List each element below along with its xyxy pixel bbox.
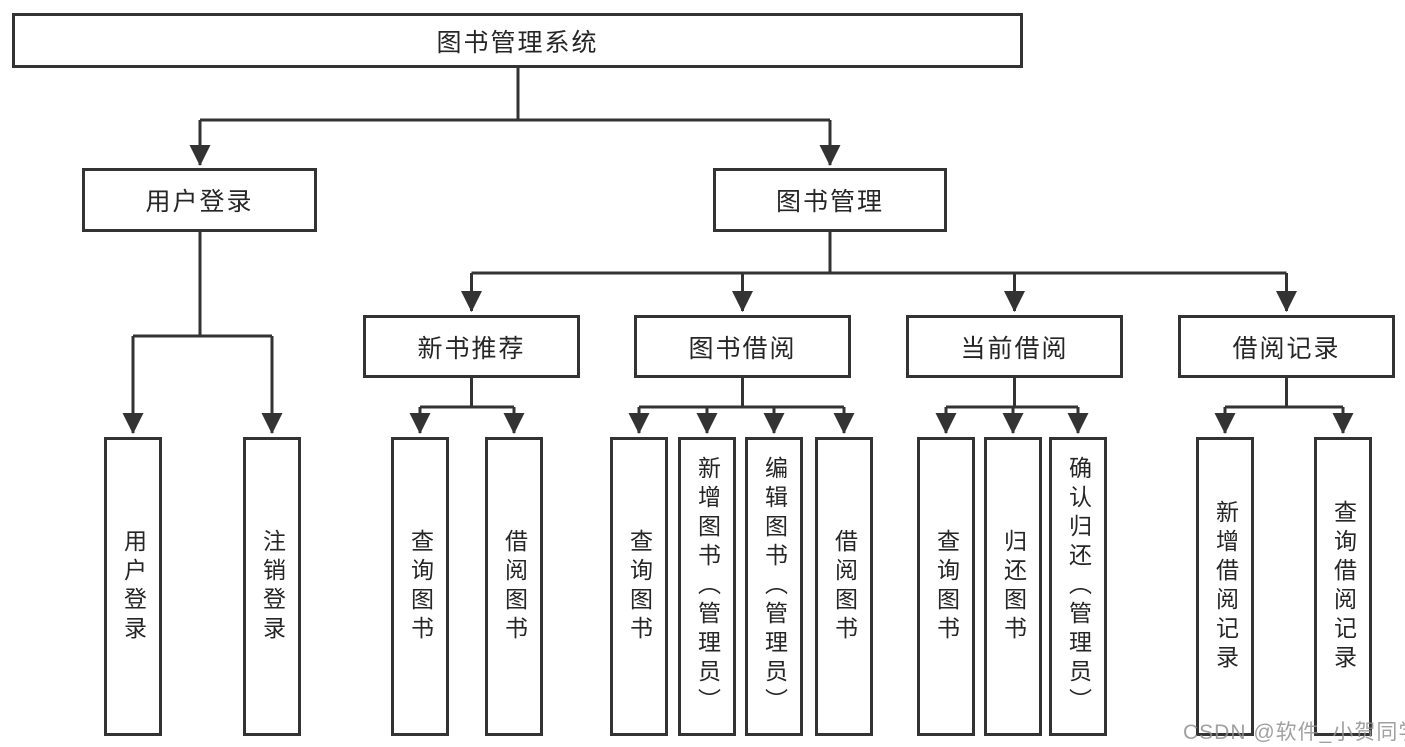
node-leaf-return-book-label: 归还图书 [1000,528,1027,645]
node-leaf-query-books-current: 查询图书 [917,437,975,736]
node-leaf-query-books-recommend: 查询图书 [391,437,449,736]
node-leaf-query-books-borrow-label: 查询图书 [626,528,653,645]
node-new-book-recommend: 新书推荐 [363,315,580,378]
connector-book-management-children [471,232,1287,275]
node-leaf-user-login: 用户登录 [104,437,162,736]
node-user-login: 用户登录 [82,168,317,232]
node-leaf-borrow-books-recommend-label: 借阅图书 [501,528,528,645]
connector-book-borrow-children [639,378,844,409]
connector-user-login-children [133,232,272,338]
node-leaf-logout-label: 注销登录 [259,528,286,645]
node-book-borrow-label: 图书借阅 [688,334,797,363]
node-leaf-add-borrow-record-label: 新增借阅记录 [1212,499,1239,674]
node-book-management: 图书管理 [713,168,947,232]
node-leaf-borrow-books-2-label: 借阅图书 [831,528,858,645]
node-borrow-record-label: 借阅记录 [1232,334,1341,363]
node-borrow-record: 借阅记录 [1178,315,1395,378]
node-leaf-query-books-current-label: 查询图书 [933,528,960,645]
node-leaf-query-books-recommend-label: 查询图书 [407,528,434,645]
node-current-borrow-label: 当前借阅 [960,334,1069,363]
node-leaf-borrow-books-2: 借阅图书 [815,437,873,736]
node-current-borrow: 当前借阅 [906,315,1123,378]
node-leaf-query-borrow-record-label: 查询借阅记录 [1330,499,1357,674]
node-leaf-query-borrow-record: 查询借阅记录 [1314,437,1372,736]
node-leaf-borrow-books-recommend: 借阅图书 [485,437,543,736]
node-leaf-add-borrow-record: 新增借阅记录 [1196,437,1254,736]
node-leaf-query-books-borrow: 查询图书 [610,437,668,736]
node-new-book-recommend-label: 新书推荐 [417,334,526,363]
node-book-management-label: 图书管理 [775,188,884,216]
node-leaf-user-login-label: 用户登录 [120,528,147,645]
connector-new-book-recommend-children [420,378,514,409]
node-leaf-add-book-admin-label: 新增图书（管理员） [694,456,721,717]
node-leaf-logout: 注销登录 [243,437,301,736]
node-user-login-label: 用户登录 [145,188,254,216]
connector-borrow-record-children [1225,378,1343,409]
node-root-label: 图书管理系统 [436,28,599,57]
node-leaf-return-book: 归还图书 [984,437,1042,736]
node-leaf-add-book-admin: 新增图书（管理员） [678,437,736,736]
connector-root-to-level1 [200,68,830,122]
node-book-borrow: 图书借阅 [634,315,851,378]
node-leaf-edit-book-admin-label: 编辑图书（管理员） [761,456,788,717]
node-leaf-confirm-return-admin-label: 确认归还（管理员） [1065,456,1092,717]
watermark-text: CSDN @软件_小贺同学 [1183,721,1405,744]
connector-current-borrow-children [946,378,1078,409]
node-root: 图书管理系统 [12,13,1023,68]
node-leaf-confirm-return-admin: 确认归还（管理员） [1049,437,1107,736]
node-leaf-edit-book-admin: 编辑图书（管理员） [745,437,803,736]
